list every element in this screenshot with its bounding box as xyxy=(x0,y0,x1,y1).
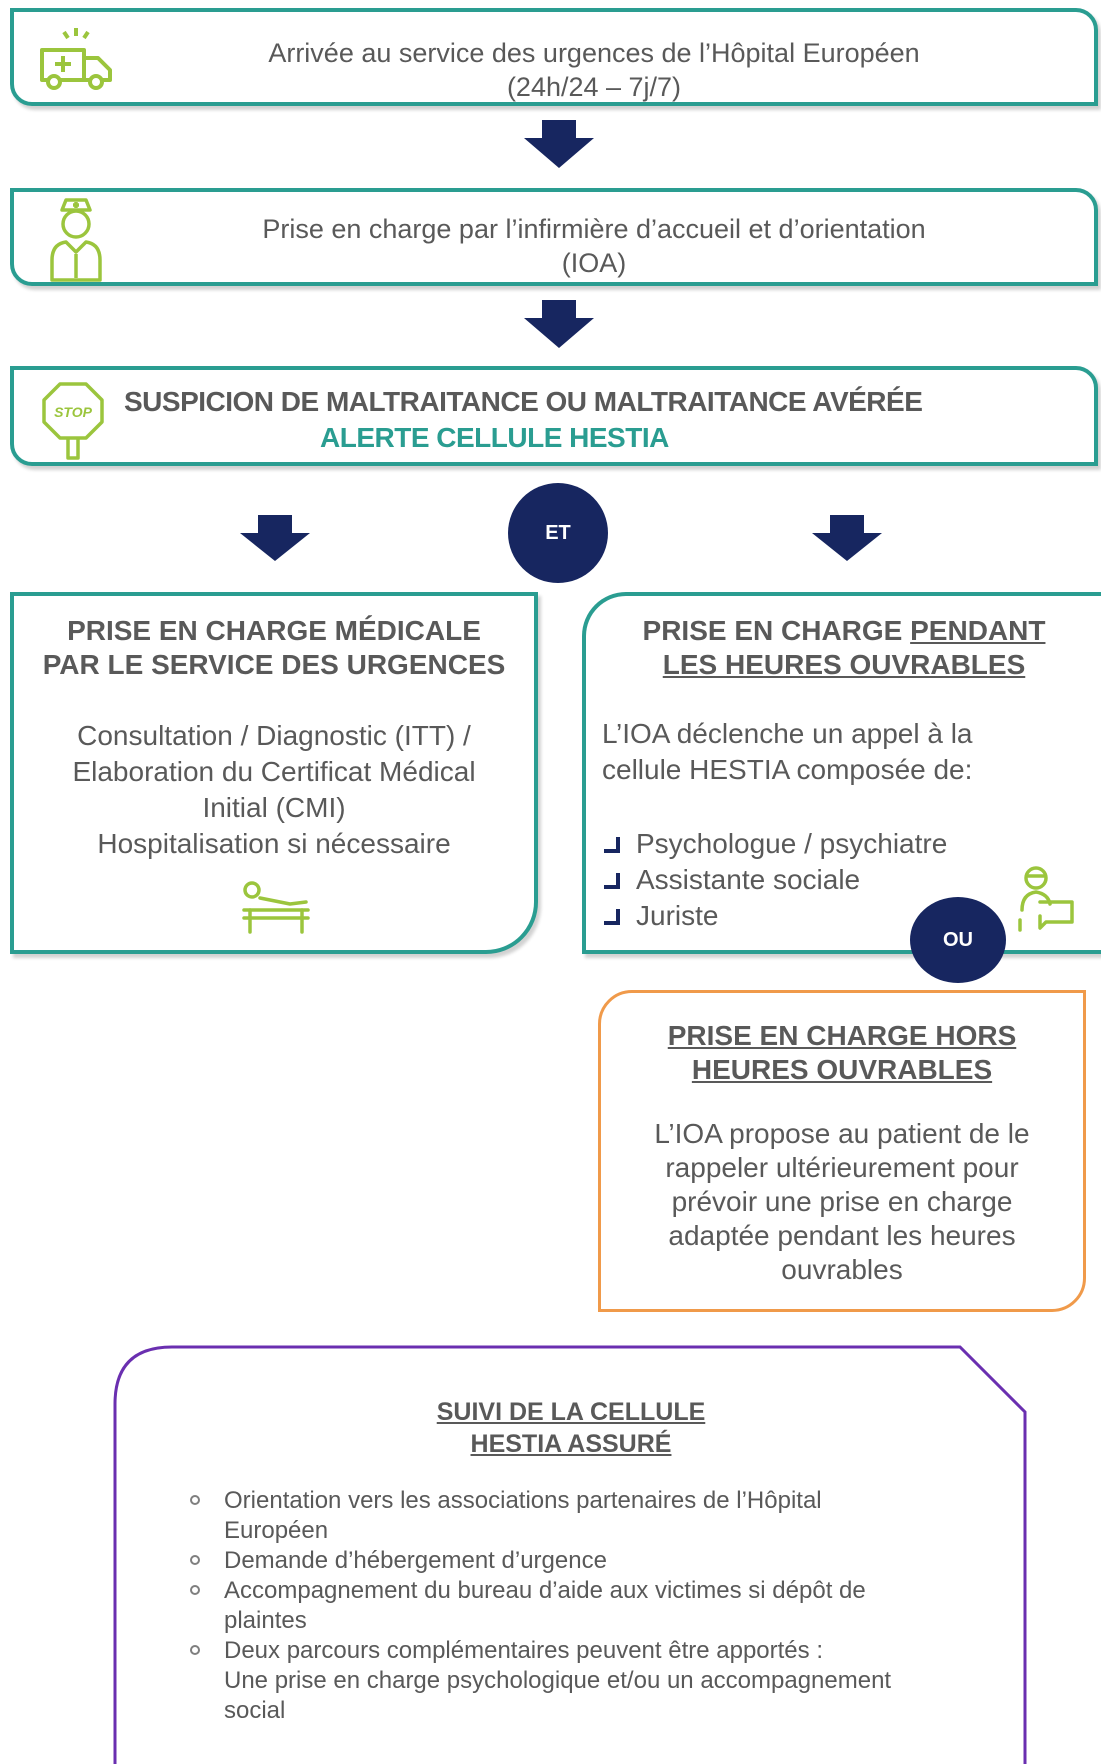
alert-title: SUSPICION DE MALTRAITANCE OU MALTRAITANC… xyxy=(124,386,923,417)
medical-body-line1: Consultation / Diagnostic (ITT) / xyxy=(77,720,471,751)
medical-body-line3: Initial (CMI) xyxy=(202,792,346,823)
after-hours-body-line2: rappeler ultérieurement pour xyxy=(665,1152,1019,1183)
alert-hestia-label: ALERTE CELLULE HESTIA xyxy=(320,422,669,453)
ioa-title: Prise en charge par l’infirmière d’accue… xyxy=(262,214,926,244)
hestia-members-list: Psychologue / psychiatre Assistante soci… xyxy=(602,826,947,934)
followup-title-line2: HESTIA ASSURÉ xyxy=(470,1430,672,1458)
list-item: Assistante sociale xyxy=(602,862,947,898)
arrival-hours: (24h/24 – 7j/7) xyxy=(506,72,682,102)
nurse-icon xyxy=(50,198,102,282)
bullet-arrow-icon xyxy=(604,837,620,853)
after-hours-title-line1: PRISE EN CHARGE HORS xyxy=(667,1020,1017,1051)
ambulance-icon xyxy=(40,28,112,90)
medical-body-line4: Hospitalisation si nécessaire xyxy=(97,828,451,859)
medical-title-line2: PAR LE SERVICE DES URGENCES xyxy=(42,649,506,680)
bullet-circle-icon xyxy=(190,1495,200,1505)
after-hours-body-line3: prévoir une prise en charge xyxy=(671,1186,1013,1217)
list-item: Psychologue / psychiatre xyxy=(602,826,947,862)
down-arrow-icon xyxy=(524,120,594,168)
arrival-title: Arrivée au service des urgences de l’Hôp… xyxy=(268,38,920,68)
list-item: Deux parcours complémentaires peuvent êt… xyxy=(188,1636,990,1726)
list-item: Accompagnement du bureau d’aide aux vict… xyxy=(188,1576,990,1636)
followup-title-line1: SUIVI DE LA CELLULE xyxy=(436,1398,706,1426)
bullet-circle-icon xyxy=(190,1585,200,1595)
followup-box: SUIVI DE LA CELLULE HESTIA ASSURÉ Orient… xyxy=(112,1344,1030,1756)
after-hours-body-line4: adaptée pendant les heures xyxy=(668,1220,1016,1251)
ioa-subtitle: (IOA) xyxy=(561,248,627,278)
hospital-bed-icon xyxy=(242,881,310,934)
bullet-arrow-icon xyxy=(604,909,620,925)
after-hours-body-line1: L’IOA propose au patient de le xyxy=(654,1118,1030,1149)
stop-sign-icon: STOP xyxy=(42,382,104,460)
et-connector: ET xyxy=(508,483,608,583)
after-hours-body-line5: ouvrables xyxy=(781,1254,903,1285)
business-intro-line2: cellule HESTIA composée de: xyxy=(602,754,973,785)
consultation-icon xyxy=(1018,866,1074,932)
list-item: Juriste xyxy=(602,898,947,934)
svg-text:STOP: STOP xyxy=(54,404,93,420)
after-hours-title-line2: HEURES OUVRABLES xyxy=(691,1054,993,1085)
list-item: Demande d’hébergement d’urgence xyxy=(188,1546,990,1576)
medical-body-line2: Elaboration du Certificat Médical xyxy=(72,756,476,787)
bullet-arrow-icon xyxy=(604,873,620,889)
business-title-line2: LES HEURES OUVRABLES xyxy=(662,649,1026,680)
followup-frame xyxy=(113,1345,1027,1764)
bullet-circle-icon xyxy=(190,1645,200,1655)
down-arrow-icon xyxy=(524,300,594,348)
business-title-part2: PENDANT xyxy=(910,615,1046,646)
list-item: Orientation vers les associations parten… xyxy=(188,1486,990,1546)
business-hours-box: PRISE EN CHARGE PENDANT LES HEURES OUVRA… xyxy=(582,592,1101,954)
after-hours-box: PRISE EN CHARGE HORS HEURES OUVRABLES L’… xyxy=(598,990,1086,1312)
arrival-step-box: Arrivée au service des urgences de l’Hôp… xyxy=(10,8,1098,106)
down-arrow-icon xyxy=(240,515,310,561)
business-intro-line1: L’IOA déclenche un appel à la xyxy=(602,718,973,749)
ioa-step-box: Prise en charge par l’infirmière d’accue… xyxy=(10,188,1098,286)
down-arrow-icon xyxy=(812,515,882,561)
business-title-part1: PRISE EN CHARGE xyxy=(642,615,911,646)
followup-list: Orientation vers les associations parten… xyxy=(188,1486,990,1726)
bullet-circle-icon xyxy=(190,1555,200,1565)
medical-care-box: PRISE EN CHARGE MÉDICALE PAR LE SERVICE … xyxy=(10,592,538,954)
ou-connector: OU xyxy=(910,897,1006,983)
medical-title-line1: PRISE EN CHARGE MÉDICALE xyxy=(67,615,481,646)
alert-step-box: STOP SUSPICION DE MALTRAITANCE OU MALTRA… xyxy=(10,366,1098,466)
